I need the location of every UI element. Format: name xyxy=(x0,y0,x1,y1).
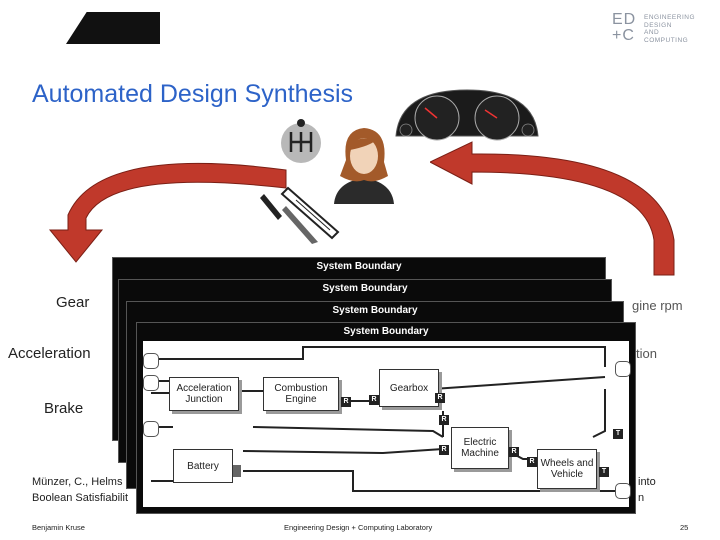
input-label-gear: Gear xyxy=(56,294,90,311)
port-r-em-top: R xyxy=(439,415,449,425)
output-label-engine-rpm: gine rpm xyxy=(632,298,683,313)
frame-title-1: System Boundary xyxy=(316,261,402,272)
battery-block: Battery xyxy=(173,449,233,483)
port-r-gearbox-in: R xyxy=(369,395,379,405)
footer-author: Benjamin Kruse xyxy=(32,523,85,532)
port-output xyxy=(615,483,631,499)
reference-line-1: Münzer, C., Helms xyxy=(32,476,123,488)
frame-title-2: System Boundary xyxy=(322,283,408,294)
output-label-velocity: tion xyxy=(636,346,657,361)
edc-logo-line1: ED xyxy=(612,11,637,28)
edc-word-1: ENGINEERING xyxy=(644,14,696,21)
port-acceleration xyxy=(143,375,159,391)
footer-page-number: 25 xyxy=(680,523,689,532)
footer-lab: Engineering Design + Computing Laborator… xyxy=(284,523,433,532)
electric-machine-block: Electric Machine xyxy=(451,427,509,469)
frame-title-main: System Boundary xyxy=(343,326,429,337)
edc-word-4: COMPUTING xyxy=(644,36,689,44)
edc-logo-line2: +C xyxy=(612,27,635,44)
edc-word-2: DESIGN xyxy=(644,21,672,29)
port-r-engine: R xyxy=(341,397,351,407)
edc-word-3: AND xyxy=(644,29,660,36)
edc-logo: ED +C xyxy=(612,12,636,44)
port-r-em-right: R xyxy=(509,447,519,457)
gearbox-block: Gearbox xyxy=(379,369,439,407)
port-t-wheels: T xyxy=(599,467,609,477)
reference-line-1-tail: into xyxy=(638,476,656,488)
port-gear xyxy=(143,353,159,369)
port-r-em-left: R xyxy=(439,445,449,455)
edc-logo-words: ENGINEERING DESIGN AND COMPUTING xyxy=(644,14,695,44)
acceleration-junction-block: Acceleration Junction xyxy=(169,377,239,411)
frame-title-3: System Boundary xyxy=(332,305,418,316)
eth-logo xyxy=(66,12,160,44)
reference-line-2-tail: n xyxy=(638,492,645,504)
port-brake xyxy=(143,421,159,437)
input-label-acceleration: Acceleration xyxy=(8,345,91,362)
wheels-vehicle-block: Wheels and Vehicle xyxy=(537,449,597,489)
port-r-gearbox-out: R xyxy=(435,393,445,403)
input-label-brake: Brake xyxy=(44,400,84,417)
combustion-engine-block: Combustion Engine xyxy=(263,377,339,411)
gear-shift-icon xyxy=(281,119,321,163)
driver-avatar-icon xyxy=(334,128,394,204)
port-r-wheels: R xyxy=(527,457,537,467)
dashboard-gauges-icon xyxy=(395,89,539,141)
diagram-canvas: Acceleration Junction Combustion Engine … xyxy=(143,341,631,507)
feedback-arrow-right-icon xyxy=(430,141,675,276)
port-t-right: T xyxy=(613,429,623,439)
feedback-arrow-left-icon xyxy=(48,162,287,263)
system-boundary-frame-main: System Boundary xyxy=(136,322,636,514)
port-engine-rpm xyxy=(615,361,631,377)
reference-line-2: Boolean Satisfiabilit xyxy=(32,492,129,504)
slide-title: Automated Design Synthesis xyxy=(32,80,354,108)
pedals-icon xyxy=(260,186,340,244)
